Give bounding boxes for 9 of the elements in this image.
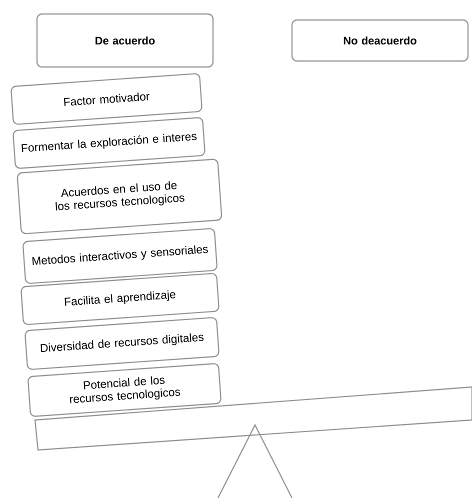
item-box: Facilita el aprendizaje <box>20 272 220 326</box>
heading-box: De acuerdo <box>36 13 214 68</box>
item-box: Potencial de los recursos tecnologicos <box>28 363 222 417</box>
item-box: Diversidad de recursos digitales <box>24 317 220 370</box>
item-box: Metodos interactivos y sensoriales <box>22 228 218 284</box>
item-box: Acuerdos en el uso de los recursos tecnologicos <box>16 158 222 234</box>
item-box: Formentar la exploración e interes <box>12 117 206 169</box>
item-box: Factor motivador <box>10 73 202 125</box>
heading-box: No deacuerdo <box>291 19 469 62</box>
